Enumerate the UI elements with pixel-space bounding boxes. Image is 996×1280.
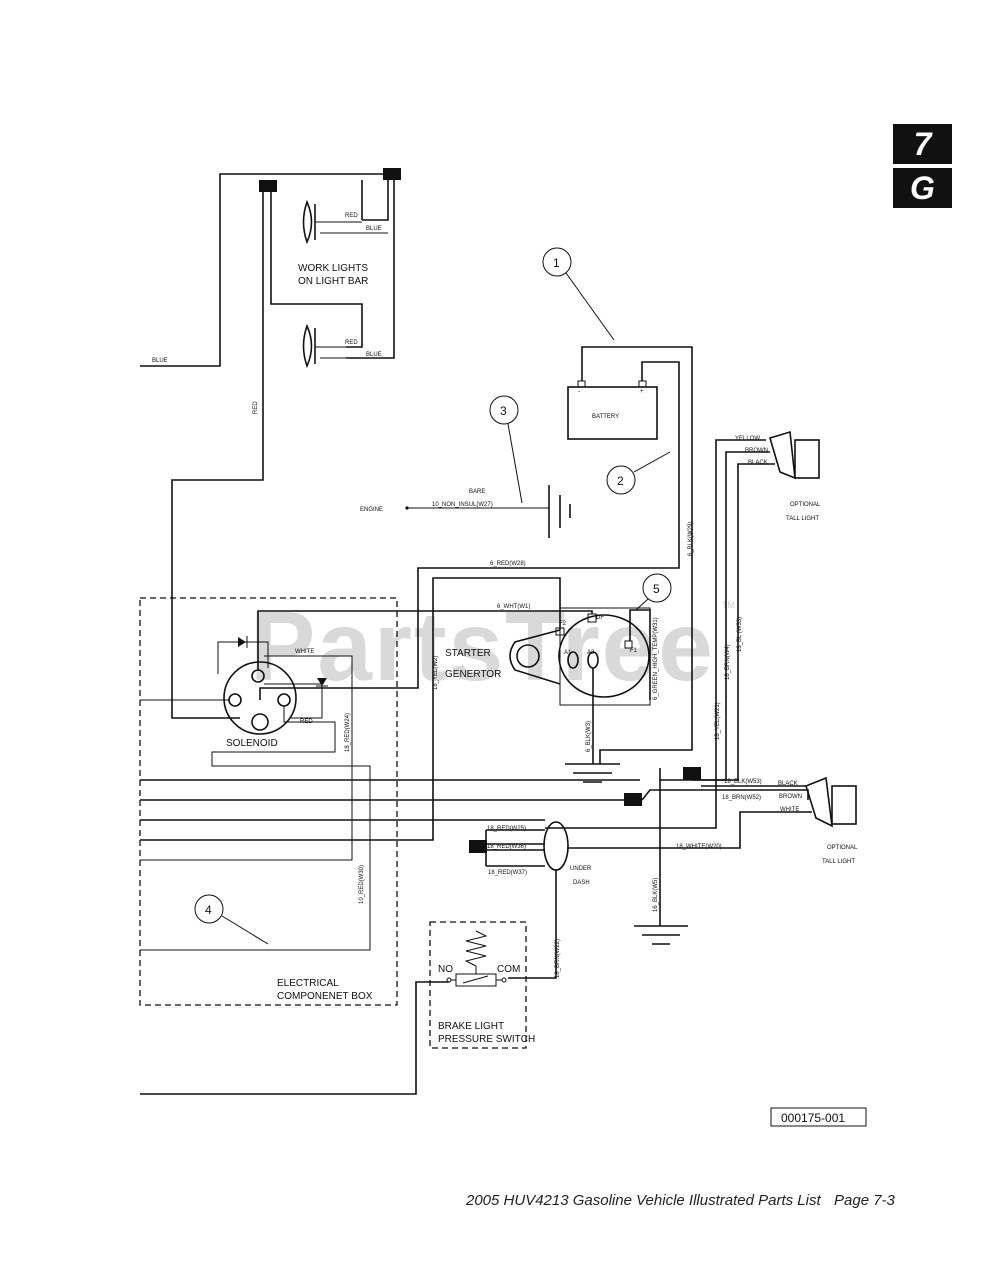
wire-label: 18_BL (W33) — [737, 617, 743, 652]
tail-light-top: YELLOW BROWN BLACK OPTIONAL TALL LIGHT 1… — [545, 430, 821, 829]
wire-label: 6_BLK(W3) — [586, 721, 592, 752]
wire-label: 6_BLK(W29) — [688, 522, 694, 556]
terminal-a1: A1 — [564, 650, 572, 656]
starter-label: STARTER — [445, 648, 491, 659]
wire-label: YELLOW — [735, 436, 760, 442]
work-lights-label: WORK LIGHTS — [298, 263, 368, 274]
wire-label: 18_BLK(W53) — [724, 779, 762, 785]
connector-work-light-left — [259, 180, 277, 192]
wire-label: 10_RED(W30) — [359, 865, 365, 904]
battery-label: BATTERY — [592, 414, 619, 420]
switch-com-label: COM — [497, 964, 520, 975]
callout-number: 2 — [617, 474, 624, 488]
ground-symbol-tail — [634, 925, 688, 945]
engine-ground: ENGINE BARE 10_NON_INSUL(W27) — [360, 485, 571, 538]
wire-label: 18_RED(W24) — [345, 713, 351, 752]
electrical-component-box — [139, 597, 398, 1006]
under-dash-label: DASH — [573, 880, 590, 886]
wire-label: BLACK — [778, 781, 798, 787]
chapter-tab: 7 — [893, 124, 952, 164]
wire-label: BROWN — [779, 794, 802, 800]
wire-label: WHITE — [780, 807, 799, 813]
starter-generator: DF F2 F1 A1 A2 STARTER GENERTOR 6_WHT(W1… — [140, 577, 659, 841]
callout-2: 2 — [606, 451, 671, 495]
wire-label: BLUE — [366, 352, 382, 358]
callout-number: 4 — [205, 903, 212, 917]
tail-light-label: TALL LIGHT — [822, 859, 855, 865]
connector-work-light-right — [383, 168, 401, 180]
callout-3: 3 — [489, 395, 523, 504]
electrical-box-label: COMPONENET BOX — [277, 991, 373, 1002]
tail-light-label: OPTIONAL — [827, 845, 858, 851]
wire-label: 18_BRN(W52) — [722, 795, 761, 801]
switch-no-label: NO — [438, 964, 453, 975]
work-light-lower — [302, 323, 394, 369]
wire-label: 18_RED(W36) — [487, 844, 526, 850]
terminal-a2: A2 — [587, 650, 595, 656]
wire-label: 10_NON_INSUL(W27) — [432, 502, 493, 508]
wire-label: RED — [345, 340, 358, 346]
ground-symbol-starter — [565, 763, 620, 783]
callout-number: 3 — [500, 404, 507, 418]
wire-label: 16_BLK(W5) — [653, 878, 659, 912]
solenoid-label: SOLENOID — [226, 738, 278, 749]
brake-switch-label: PRESSURE SWITCH — [438, 1034, 535, 1045]
wire-label: 6_WHT(W1) — [497, 604, 530, 610]
solenoid: WHITE RED 18_RED(W24) 10_RED(W30) SOLENO… — [140, 636, 371, 951]
watermark-tm: TM — [722, 600, 735, 610]
under-dash-splice: 18_RED(W25) 18_RED(W36) 18_RED(W37) UNDE… — [469, 821, 592, 979]
callout-1: 1 — [542, 247, 615, 341]
wire-label: 18_BRN(W4) — [725, 644, 731, 680]
connector-tail-light-b — [624, 793, 642, 806]
tail-light-label: TALL LIGHT — [786, 516, 819, 522]
wire-label: 18_BRN(W22) — [555, 939, 561, 978]
wire-label: WHITE — [295, 649, 314, 655]
callout-5: 5 — [635, 573, 672, 611]
callout-number: 1 — [553, 256, 560, 270]
work-lights-label: ON LIGHT BAR — [298, 276, 368, 287]
electrical-box-label: ELECTRICAL — [277, 978, 339, 989]
wire-label: RED — [300, 719, 313, 725]
battery-pos-label: + — [640, 389, 644, 395]
wire-label: BLUE — [366, 226, 382, 232]
footer-title: 2005 HUV4213 Gasoline Vehicle Illustrate… — [466, 1192, 821, 1209]
section-tab: G — [893, 168, 952, 208]
wire-label: 18_RED(W25) — [487, 826, 526, 832]
wire-label: 6_RED(W28) — [490, 561, 526, 567]
brake-light-pressure-switch: NO COM BRAKE LIGHT PRESSURE SWITCH — [140, 921, 535, 1095]
tail-light-label: OPTIONAL — [790, 502, 821, 508]
connector-tail-light-a — [683, 767, 701, 780]
work-lights-circuit: RED BLUE RED BLUE BLUE RED WORK LIGHTS O… — [140, 168, 401, 719]
terminal-f2: F2 — [559, 621, 567, 627]
wire-label: RED — [253, 401, 259, 414]
tail-light-bottom: 18_BLK(W53) 18_BRN(W52) BLACK BROWN WHIT… — [567, 767, 858, 926]
brake-switch-label: BRAKE LIGHT — [438, 1021, 504, 1032]
footer-page: Page 7-3 — [834, 1192, 895, 1209]
callout-number: 5 — [653, 582, 660, 596]
drawing-number-box: 000175-001 — [770, 1107, 867, 1127]
battery — [567, 386, 658, 440]
wire-label: 6_GREEN_HIGH_TEMP(W31) — [653, 617, 659, 700]
battery-neg-label: - — [578, 389, 580, 395]
wire-label: BROWN — [745, 448, 768, 454]
wire-label: 18_WHITE(W20) — [676, 844, 722, 850]
terminal-df: DF — [596, 615, 604, 621]
terminal-f1: F1 — [630, 648, 638, 654]
wire-label: BARE — [469, 489, 485, 495]
battery-circuit: BATTERY - + 6_BLK(W29) 6_RED(W28) — [259, 346, 694, 764]
connector-under-dash — [469, 840, 487, 853]
wire-label: 18_YEL(W21) — [715, 702, 721, 740]
wire-label: 18_YEL(W2) — [433, 656, 439, 690]
engine-label: ENGINE — [360, 507, 383, 513]
starter-label: GENERTOR — [445, 669, 501, 680]
wire-label: RED — [345, 213, 358, 219]
wire-label: BLACK — [748, 460, 768, 466]
wire-label: 18_RED(W37) — [488, 870, 527, 876]
drawing-number: 000175-001 — [781, 1111, 845, 1125]
wire-label: BLUE — [152, 358, 168, 364]
work-light-upper — [302, 199, 388, 245]
callout-4: 4 — [194, 894, 269, 945]
under-dash-label: UNDER — [570, 866, 592, 872]
